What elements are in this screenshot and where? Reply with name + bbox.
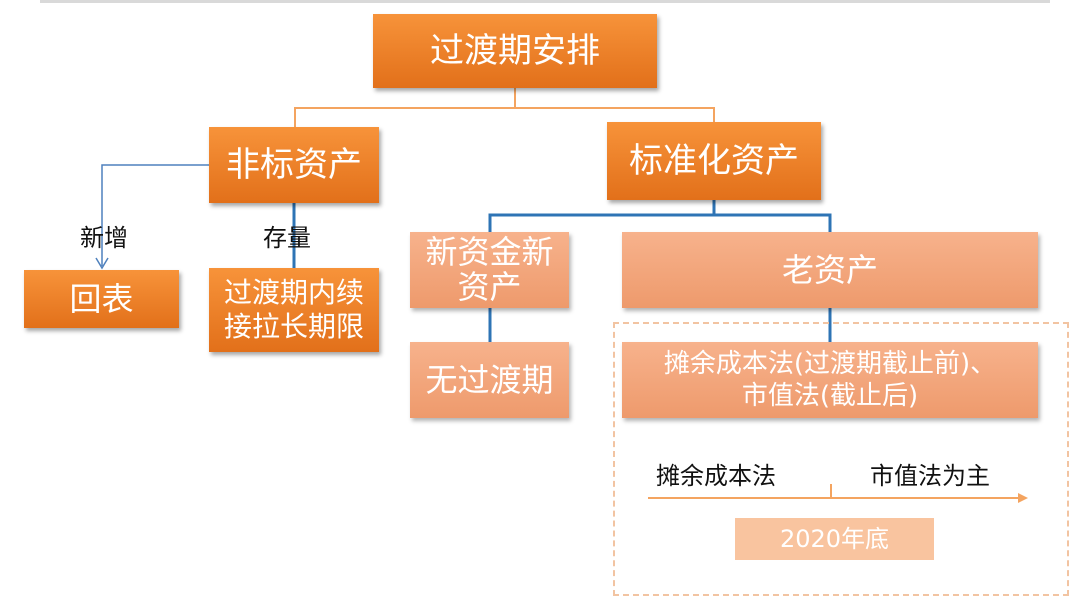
- stock-label: 存量: [263, 224, 311, 252]
- timeline-arrowhead: [1018, 493, 1028, 503]
- new-increment-label: 新增: [80, 224, 128, 252]
- top-rule: [40, 0, 1050, 3]
- connector-new-increment: [101, 164, 210, 266]
- old-method-line1: 摊余成本法(过渡期截止前)、: [663, 348, 997, 379]
- standardized-assets-node: 标准化资产: [607, 122, 821, 200]
- connector-standardized-right: [714, 213, 832, 232]
- extend-term-line1: 过渡期内续: [223, 276, 364, 310]
- old-assets-node: 老资产: [622, 232, 1038, 308]
- old-assets-method-node: 摊余成本法(过渡期截止前)、 市值法(截止后): [622, 342, 1038, 418]
- no-transition-node: 无过渡期: [410, 342, 569, 418]
- timeline-right-label: 市值法为主: [870, 462, 990, 490]
- arrowhead-new-increment: [95, 257, 109, 270]
- new-funds-line1: 新资金新: [425, 232, 554, 271]
- new-funds-new-assets-node: 新资金新 资产: [410, 232, 569, 308]
- nonstandard-assets-node: 非标资产: [209, 127, 379, 203]
- extend-term-node: 过渡期内续 接拉长期限: [209, 268, 379, 352]
- new-funds-line2: 资产: [457, 268, 522, 306]
- connector-root-right: [515, 107, 715, 122]
- connector-standardized: [488, 200, 716, 232]
- old-method-line2: 市值法(截止后): [741, 381, 919, 411]
- extend-term-line2: 接拉长期限: [223, 310, 364, 343]
- connector-root: [294, 88, 516, 127]
- timeline-left-label: 摊余成本法: [656, 462, 776, 490]
- root-node: 过渡期安排: [373, 14, 657, 88]
- old-assets-dashed-region: [613, 322, 1069, 596]
- milestone-node: 2020年底: [735, 518, 934, 560]
- back-to-balance-sheet-node: 回表: [24, 270, 179, 328]
